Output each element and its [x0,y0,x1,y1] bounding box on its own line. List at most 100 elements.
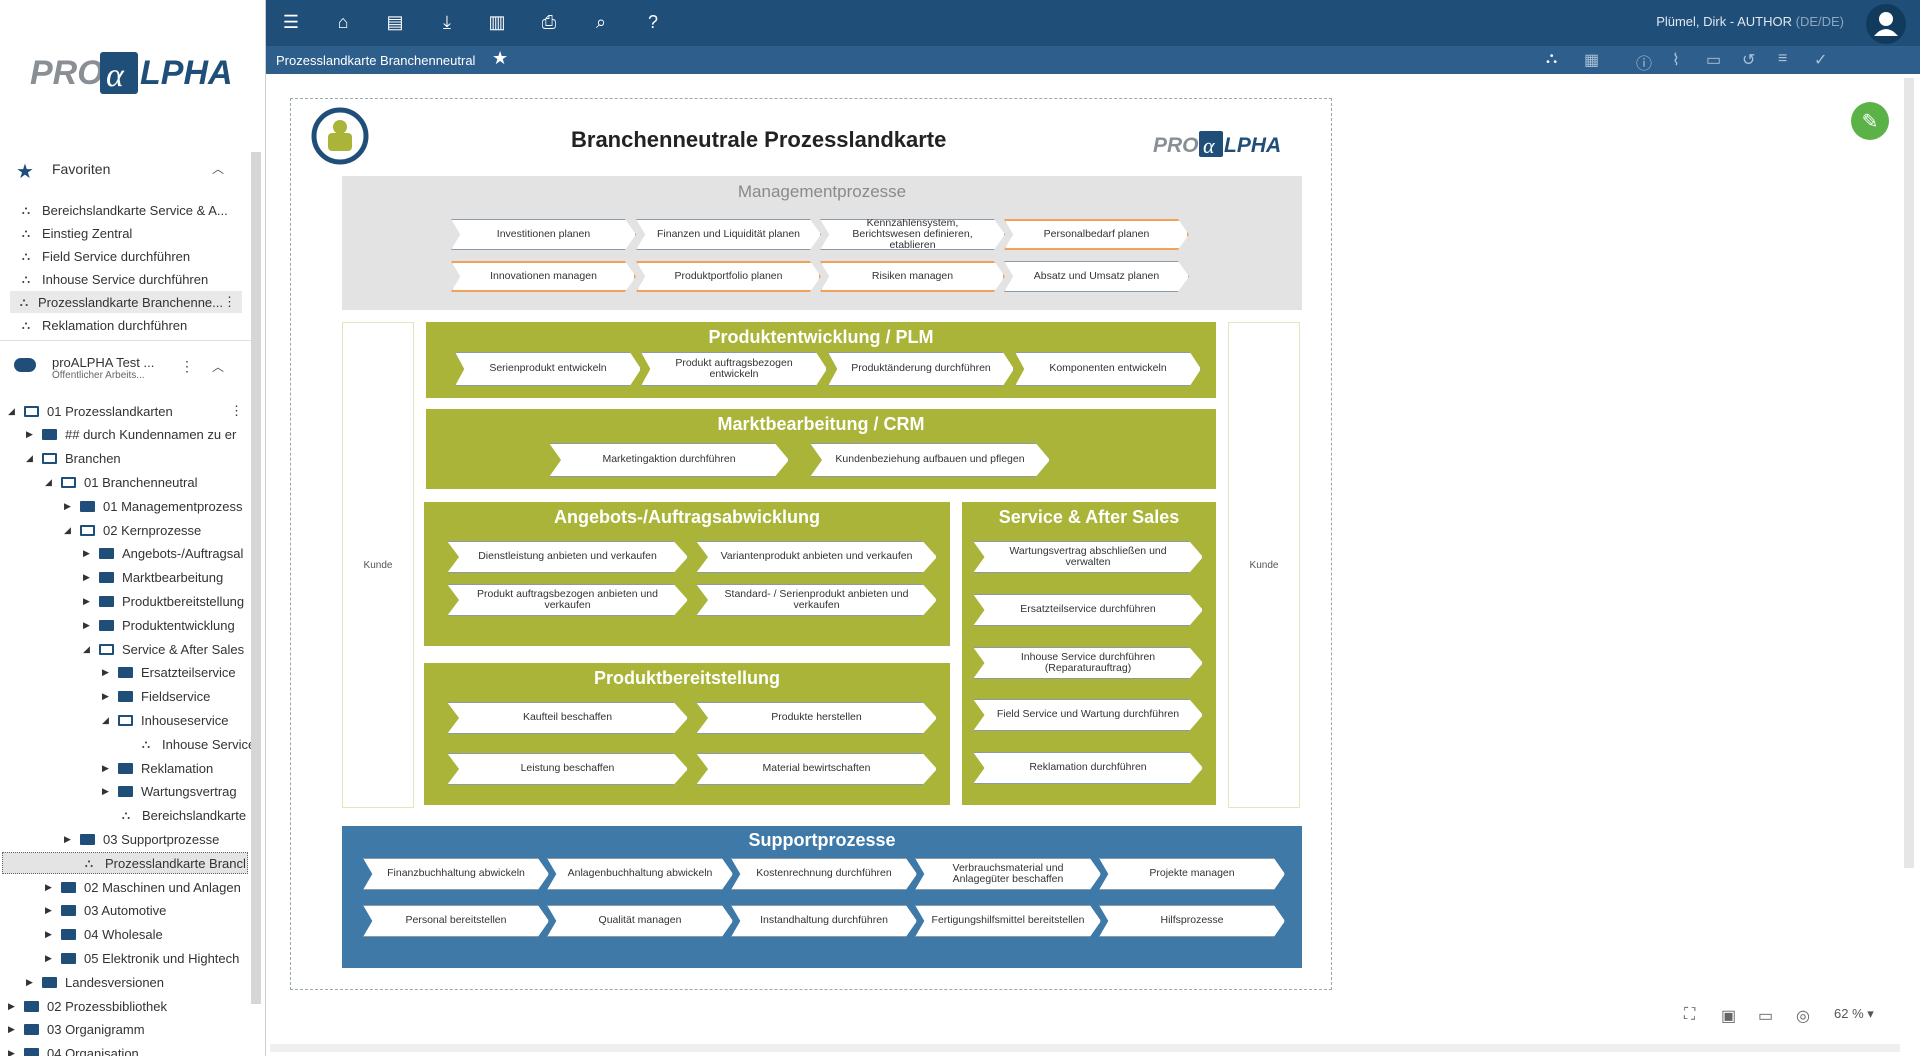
tree-item[interactable]: ▶Landesversionen [26,971,164,993]
tree-item[interactable]: ◢02 Kernprozesse [64,519,201,541]
caret-right-icon[interactable]: ▶ [8,1000,15,1011]
canvas-horizontal-scrollbar[interactable] [270,1044,1900,1052]
print-icon[interactable]: ⎙ [541,12,557,32]
avatar[interactable] [1866,4,1906,44]
favorite-item[interactable]: ⛬Inhouse Service durchführen [18,268,243,290]
tree-item[interactable]: ▶05 Elektronik und Hightech [45,947,239,969]
caret-right-icon[interactable]: ▶ [26,429,33,440]
zoom-level[interactable]: 62 % ▾ [1834,1006,1874,1021]
service-process[interactable]: Field Service und Wartung durchführen [973,699,1203,731]
support-process[interactable]: Anlagenbuchhaltung abwickeln [547,858,733,890]
management-process[interactable]: Investitionen planen [451,219,636,250]
book-icon[interactable]: ▥ [488,12,506,32]
attachment-icon[interactable]: ⌇ [1672,52,1680,69]
tree-item[interactable]: ◢01 Branchenneutral [45,471,197,493]
management-process[interactable]: Finanzen und Liquidität planen [636,219,821,250]
tree-item[interactable]: ▶Fieldservice [102,686,210,708]
hierarchy-icon[interactable]: ⛬ [1546,50,1558,67]
tree-item[interactable]: ▶## durch Kundennamen zu er [26,424,236,446]
tree-item[interactable]: ◢Service & After Sales [83,638,244,660]
caret-right-icon[interactable]: ▶ [45,952,52,963]
support-process[interactable]: Verbrauchsmaterial und Anlagegüter besch… [915,858,1101,890]
support-process[interactable]: Qualität managen [547,905,733,937]
check-icon[interactable]: ✓ [1814,52,1828,69]
search-icon[interactable]: ⌕ [595,12,607,32]
tree-item[interactable]: ⛬Prozesslandkarte Brancl [2,852,248,875]
help-icon[interactable]: ? [647,12,658,32]
service-process[interactable]: Inhouse Service durchführen (Reparaturau… [973,647,1203,679]
provision-process[interactable]: Material bewirtschaften [696,753,937,785]
caret-right-icon[interactable]: ▶ [45,881,52,892]
management-process[interactable]: Personalbedarf planen [1004,219,1189,250]
breadcrumb[interactable]: Prozesslandkarte Branchenneutral [276,53,476,68]
support-process[interactable]: Finanzbuchhaltung abwickeln [363,858,549,890]
edit-button[interactable]: ✎ [1851,102,1889,140]
tree-item[interactable]: ▶02 Maschinen und Anlagen [45,876,241,898]
plm-process[interactable]: Komponenten entwickeln [1015,352,1201,386]
tree-item[interactable]: ▶02 Prozessbibliothek [8,995,167,1017]
management-process[interactable]: Absatz und Umsatz planen [1004,261,1189,292]
sidebar-scrollbar[interactable] [251,152,261,1004]
support-process[interactable]: Personal bereitstellen [363,905,549,937]
order-process[interactable]: Dienstleistung anbieten und verkaufen [447,541,688,573]
clipboard-icon[interactable]: ▤ [386,12,404,32]
favorite-item[interactable]: ⛬Reklamation durchführen [18,314,243,336]
tree-item[interactable]: ⛬Inhouse Service [122,733,255,755]
download-icon[interactable]: ⤓ [443,12,451,32]
caret-down-icon[interactable]: ◢ [8,405,15,416]
favorites-header[interactable]: ★ Favoriten ︿ [0,152,258,186]
more-vert-icon[interactable]: ⋮ [180,358,194,374]
chevron-up-icon[interactable]: ︿ [211,162,224,176]
order-process[interactable]: Produkt auftragsbezogen anbieten und ver… [447,584,688,616]
more-vert-icon[interactable]: ⋮ [223,294,236,309]
tree-item[interactable]: ▶03 Automotive [45,900,166,922]
support-process[interactable]: Hilfsprozesse [1099,905,1285,937]
caret-right-icon[interactable]: ▶ [64,833,71,844]
support-process[interactable]: Kostenrechnung durchführen [731,858,917,890]
tree-item[interactable]: ◢01 Prozesslandkarten⋮ [8,400,243,422]
caret-down-icon[interactable]: ◢ [102,714,109,725]
caret-right-icon[interactable]: ▶ [83,548,90,559]
kunde-right[interactable]: Kunde [1228,322,1300,808]
filter-icon[interactable]: ≡ [1778,50,1788,67]
tree-item[interactable]: ⛬Bereichslandkarte [102,805,246,827]
tree-item[interactable]: ▶Reklamation [102,757,213,779]
plm-process[interactable]: Produkt auftragsbezogen entwickeln [641,352,827,386]
management-process[interactable]: Kennzahlensystem, Berichtswesen definier… [820,219,1005,250]
caret-right-icon[interactable]: ▶ [102,691,109,702]
tree-item[interactable]: ▶Marktbearbeitung [83,567,223,589]
provision-process[interactable]: Produkte herstellen [696,702,937,734]
caret-right-icon[interactable]: ▶ [8,1048,15,1056]
plm-process[interactable]: Produktänderung durchführen [828,352,1014,386]
info-icon[interactable]: ⓘ [1636,56,1653,73]
fit-width-icon[interactable]: ▭ [1758,1008,1774,1025]
caret-down-icon[interactable]: ◢ [83,643,90,654]
tree-item[interactable]: ◢Branchen [26,448,121,470]
caret-right-icon[interactable]: ▶ [102,762,109,773]
provision-process[interactable]: Kaufteil beschaffen [447,702,688,734]
tree-item[interactable]: ▶Ersatzteilservice [102,662,236,684]
history-icon[interactable]: ↺ [1742,52,1756,69]
grid-icon[interactable]: ▦ [1584,52,1600,69]
crm-process[interactable]: Marketingaktion durchführen [549,443,789,477]
favorite-item[interactable]: ⛬Field Service durchführen [18,245,243,267]
support-process[interactable]: Instandhaltung durchführen [731,905,917,937]
tree-item[interactable]: ▶Wartungsvertrag [102,781,237,803]
more-vert-icon[interactable]: ⋮ [230,403,243,418]
caret-right-icon[interactable]: ▶ [102,667,109,678]
caret-right-icon[interactable]: ▶ [26,976,33,987]
service-process[interactable]: Ersatzteilservice durchführen [973,594,1203,626]
management-process[interactable]: Risiken managen [820,261,1005,292]
workspace-header[interactable]: proALPHA Test ... Öffentlicher Arbeits..… [0,350,258,386]
tree-item[interactable]: ▶03 Supportprozesse [64,828,219,850]
tree-item[interactable]: ◢Inhouseservice [102,709,228,731]
home-icon[interactable]: ⌂ [337,12,349,32]
management-process[interactable]: Innovationen managen [451,261,636,292]
process-map-canvas[interactable]: Branchenneutrale Prozesslandkarte PRO α … [290,98,1332,990]
kunde-left[interactable]: Kunde [342,322,414,808]
favorite-item[interactable]: ⛬Einstieg Zentral [18,222,243,244]
caret-right-icon[interactable]: ▶ [83,619,90,630]
management-process[interactable]: Produktportfolio planen [636,261,821,292]
plm-process[interactable]: Serienprodukt entwickeln [455,352,641,386]
caret-down-icon[interactable]: ◢ [64,524,71,535]
